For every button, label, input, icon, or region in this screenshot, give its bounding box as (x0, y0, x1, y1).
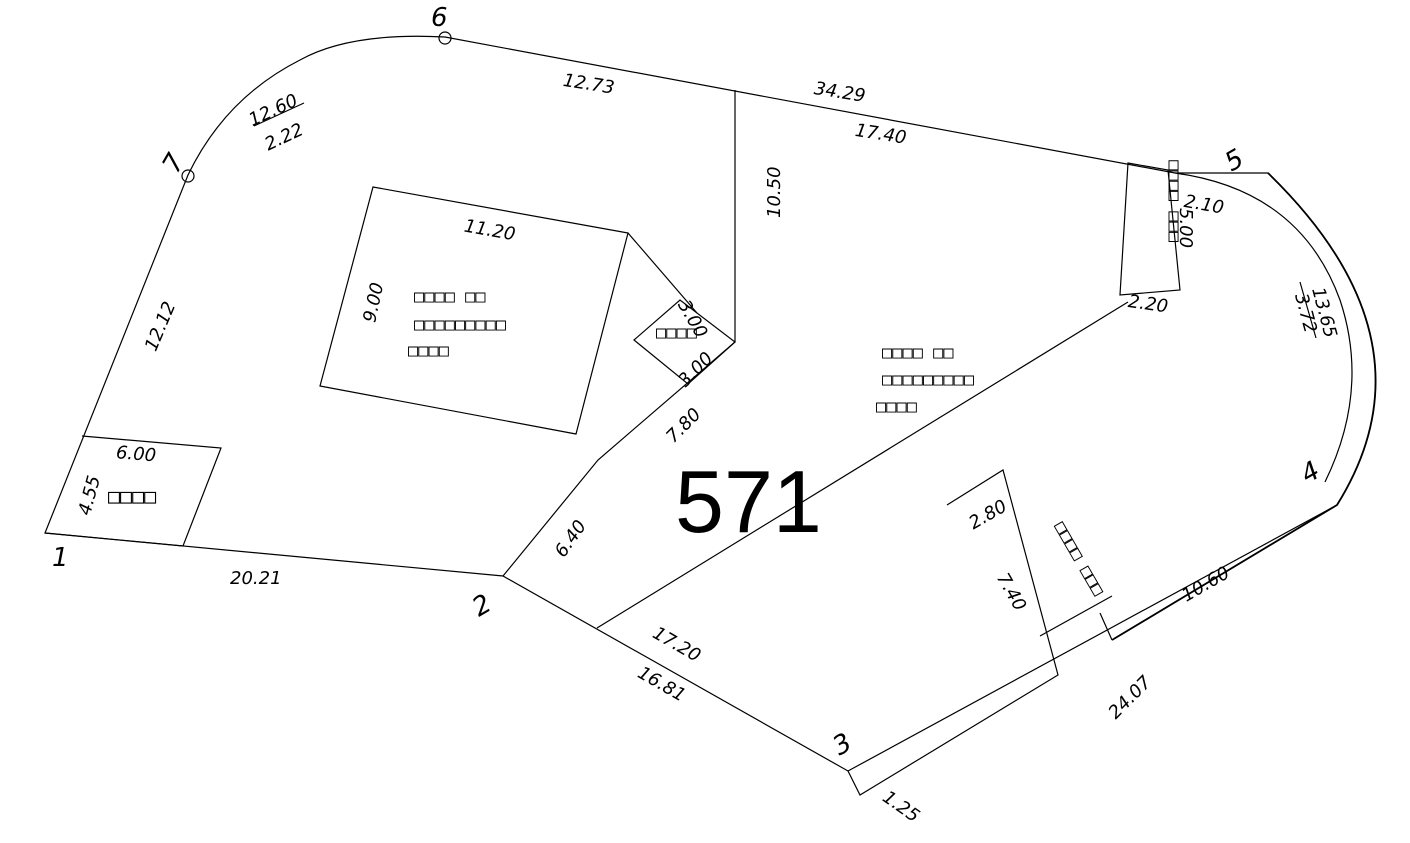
right-area-label-2: □□□□□□□□□ (882, 370, 975, 390)
dim-10-60: 10.60 (1178, 563, 1233, 607)
dim-fraction-bar-right (1299, 281, 1317, 339)
dim-7-80: 7.80 (662, 404, 705, 447)
vertex-4-label: 4 (1296, 456, 1325, 490)
vertex-2-label: 2 (467, 589, 496, 623)
parcel-number: 571 (675, 452, 822, 551)
dim-6-40: 6.40 (551, 516, 591, 561)
annex-link (627, 232, 698, 314)
strip-bottom-label: □□□□ □□□ (1050, 518, 1109, 600)
strip-bottom (847, 469, 1059, 796)
road-edge-lower (1111, 172, 1377, 641)
dim-2-22: 2.22 (261, 119, 306, 155)
road-edge-connector (1099, 612, 1113, 641)
vertex-3-label: 3 (828, 728, 857, 762)
strip-right (1119, 162, 1181, 296)
dim-20-21: 20.21 (230, 568, 282, 589)
vertex-6-marker (438, 31, 452, 45)
vertex-7-marker (181, 169, 195, 183)
dim-5-00: 5.00 (1175, 208, 1196, 248)
main-building (319, 186, 629, 435)
dim-6-00: 6.00 (115, 442, 157, 466)
main-building-label-2: □□□□□□□□□ (414, 315, 507, 335)
shed-box (44, 435, 222, 547)
dim-24-07: 24.07 (1104, 672, 1156, 724)
division-line-diagonal (596, 301, 1129, 629)
dim-1-25: 1.25 (878, 787, 923, 827)
shed-label: □□□□ (108, 484, 156, 508)
dim-2-80: 2.80 (965, 496, 1010, 534)
dim-11-20: 11.20 (462, 216, 516, 246)
parcel-boundary (44, 35, 1377, 772)
main-building-label-3: □□□□ (408, 341, 450, 361)
dim-10-50: 10.50 (764, 166, 785, 218)
division-line-2-top (502, 90, 736, 577)
dim-34-29: 34.29 (813, 78, 867, 107)
dim-16-81: 16.81 (634, 662, 689, 706)
annex-box (633, 299, 736, 385)
dim-2-20: 2.20 (1127, 291, 1170, 317)
dim-9-00: 9.00 (359, 281, 388, 325)
dim-12-73: 12.73 (562, 70, 616, 99)
inner-arc (1174, 172, 1353, 483)
dim-17-20: 17.20 (649, 623, 704, 667)
annex-label: □□□□ (656, 323, 698, 343)
right-area-label-3: □□□□ (876, 397, 918, 417)
road-edge-upper (1039, 595, 1113, 637)
vertex-6-label: 6 (431, 3, 448, 33)
dim-17-40: 17.40 (854, 120, 908, 149)
dim-7-40: 7.40 (992, 569, 1030, 614)
strip-right-label: □□□ □□□□ (1163, 159, 1183, 242)
dim-12-12: 12.12 (141, 299, 180, 355)
dim-4-55: 4.55 (74, 473, 105, 517)
vertex-7-label: 7 (157, 148, 191, 178)
dim-fraction-bar-left (253, 102, 305, 127)
dim-3-00-b: 3.00 (674, 348, 717, 391)
right-area-label-1: □□□□ □□ (882, 343, 954, 363)
main-building-label-1: □□□□ □□ (414, 287, 486, 307)
vertex-1-label: 1 (52, 543, 69, 573)
